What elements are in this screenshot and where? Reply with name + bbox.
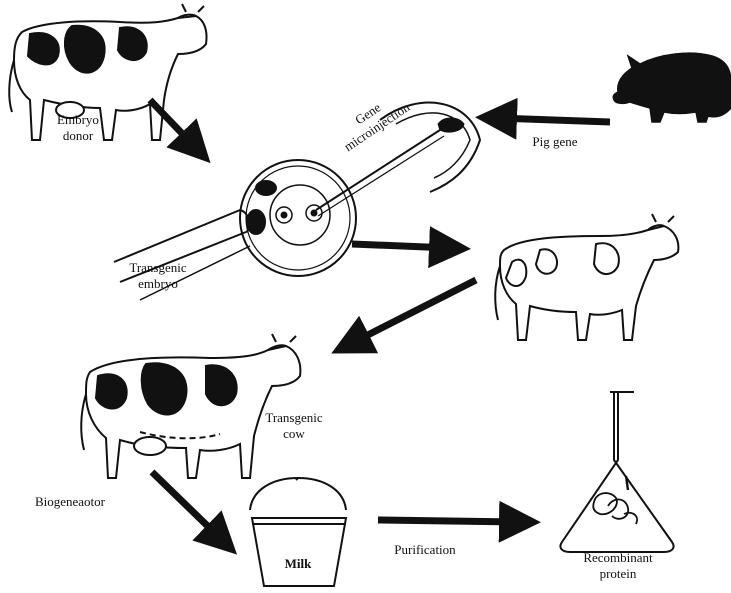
purification-label: Purification	[380, 542, 470, 558]
embryo-donor-line-2: donor	[44, 128, 112, 144]
erlenmeyer-flask-icon	[560, 392, 673, 552]
transgenic-cow-line-1: Transgenic	[252, 410, 336, 426]
transgenic-cow-icon	[81, 334, 300, 478]
recombinant-protein-line-2: protein	[570, 566, 666, 582]
recombinant-protein-line-1: Recombinant	[570, 550, 666, 566]
arrow-pig-to-injection	[496, 118, 610, 122]
recombinant-protein-label: Recombinant protein	[570, 550, 666, 582]
arrow-recipient-to-transgenic	[350, 280, 476, 344]
transgenic-embryo-label: Transgenic embryo	[116, 260, 200, 292]
transgenic-cow-label: Transgenic cow	[252, 410, 336, 442]
arrow-milk-to-protein	[378, 520, 520, 522]
milk-label: Milk	[268, 556, 328, 572]
embryo-donor-label: Embryo donor	[44, 112, 112, 144]
bioreactor-label: Biogeneaotor	[20, 494, 120, 510]
transgenic-embryo-line-2: embryo	[116, 276, 200, 292]
arrow-cow-to-milk	[152, 472, 222, 540]
process-arrows	[150, 100, 610, 540]
pig-gene-label: Pig gene	[520, 134, 590, 150]
arrow-embryo-to-recipient	[352, 244, 450, 248]
transgenic-cow-line-2: cow	[252, 426, 336, 442]
pig-silhouette-icon	[613, 53, 731, 122]
transgenic-embryo-line-1: Transgenic	[116, 260, 200, 276]
embryo-donor-line-1: Embryo	[44, 112, 112, 128]
recipient-cow-icon	[495, 214, 678, 340]
